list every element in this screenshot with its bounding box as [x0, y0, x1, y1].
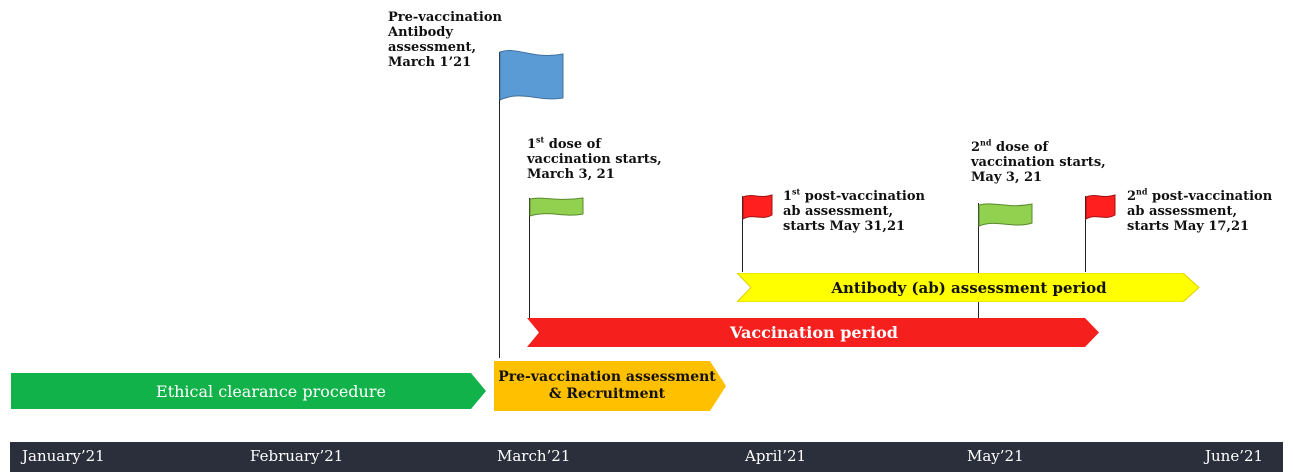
dose2-label: 2nd dose of vaccination starts, May 3, 2… [971, 137, 1106, 185]
ethical-clearance-label: Ethical clearance procedure [156, 381, 386, 401]
post2-label: 2nd post-vaccination ab assessment, star… [1127, 186, 1273, 234]
red-flag-icon [1085, 194, 1116, 220]
recruitment-arrow [494, 361, 726, 411]
recruitment-label: Pre-vaccination assessment & Recruitment [498, 369, 716, 402]
vaccination-period-label: Vaccination period [730, 323, 898, 342]
post1-pole [742, 196, 743, 272]
dose2-pole [978, 203, 979, 318]
ethical-clearance-arrow [11, 373, 486, 409]
antibody-period-arrow [737, 273, 1200, 302]
month-label: February’21 [250, 447, 344, 465]
pre-vaccination-pole [499, 52, 500, 358]
dose1-label: 1st dose of vaccination starts, March 3,… [527, 134, 662, 182]
month-label: January’21 [22, 447, 105, 465]
post2-pole [1085, 196, 1086, 272]
month-label: March’21 [497, 447, 571, 465]
green-flag-icon [529, 197, 584, 217]
antibody-period-label: Antibody (ab) assessment period [831, 278, 1107, 297]
month-label: April’21 [745, 447, 807, 465]
pre-vaccination-label: Pre-vaccination Antibody assessment, Mar… [388, 10, 502, 70]
red-flag-icon [742, 194, 773, 220]
vaccination-period-arrow [527, 318, 1099, 347]
month-label: June’21 [1205, 447, 1264, 465]
timeline-bar [10, 442, 1283, 472]
post1-label: 1st post-vaccination ab assessment, star… [783, 186, 925, 234]
green-flag-icon [978, 203, 1033, 227]
blue-flag-icon [499, 50, 564, 101]
dose1-pole [529, 198, 530, 320]
month-label: May’21 [967, 447, 1024, 465]
